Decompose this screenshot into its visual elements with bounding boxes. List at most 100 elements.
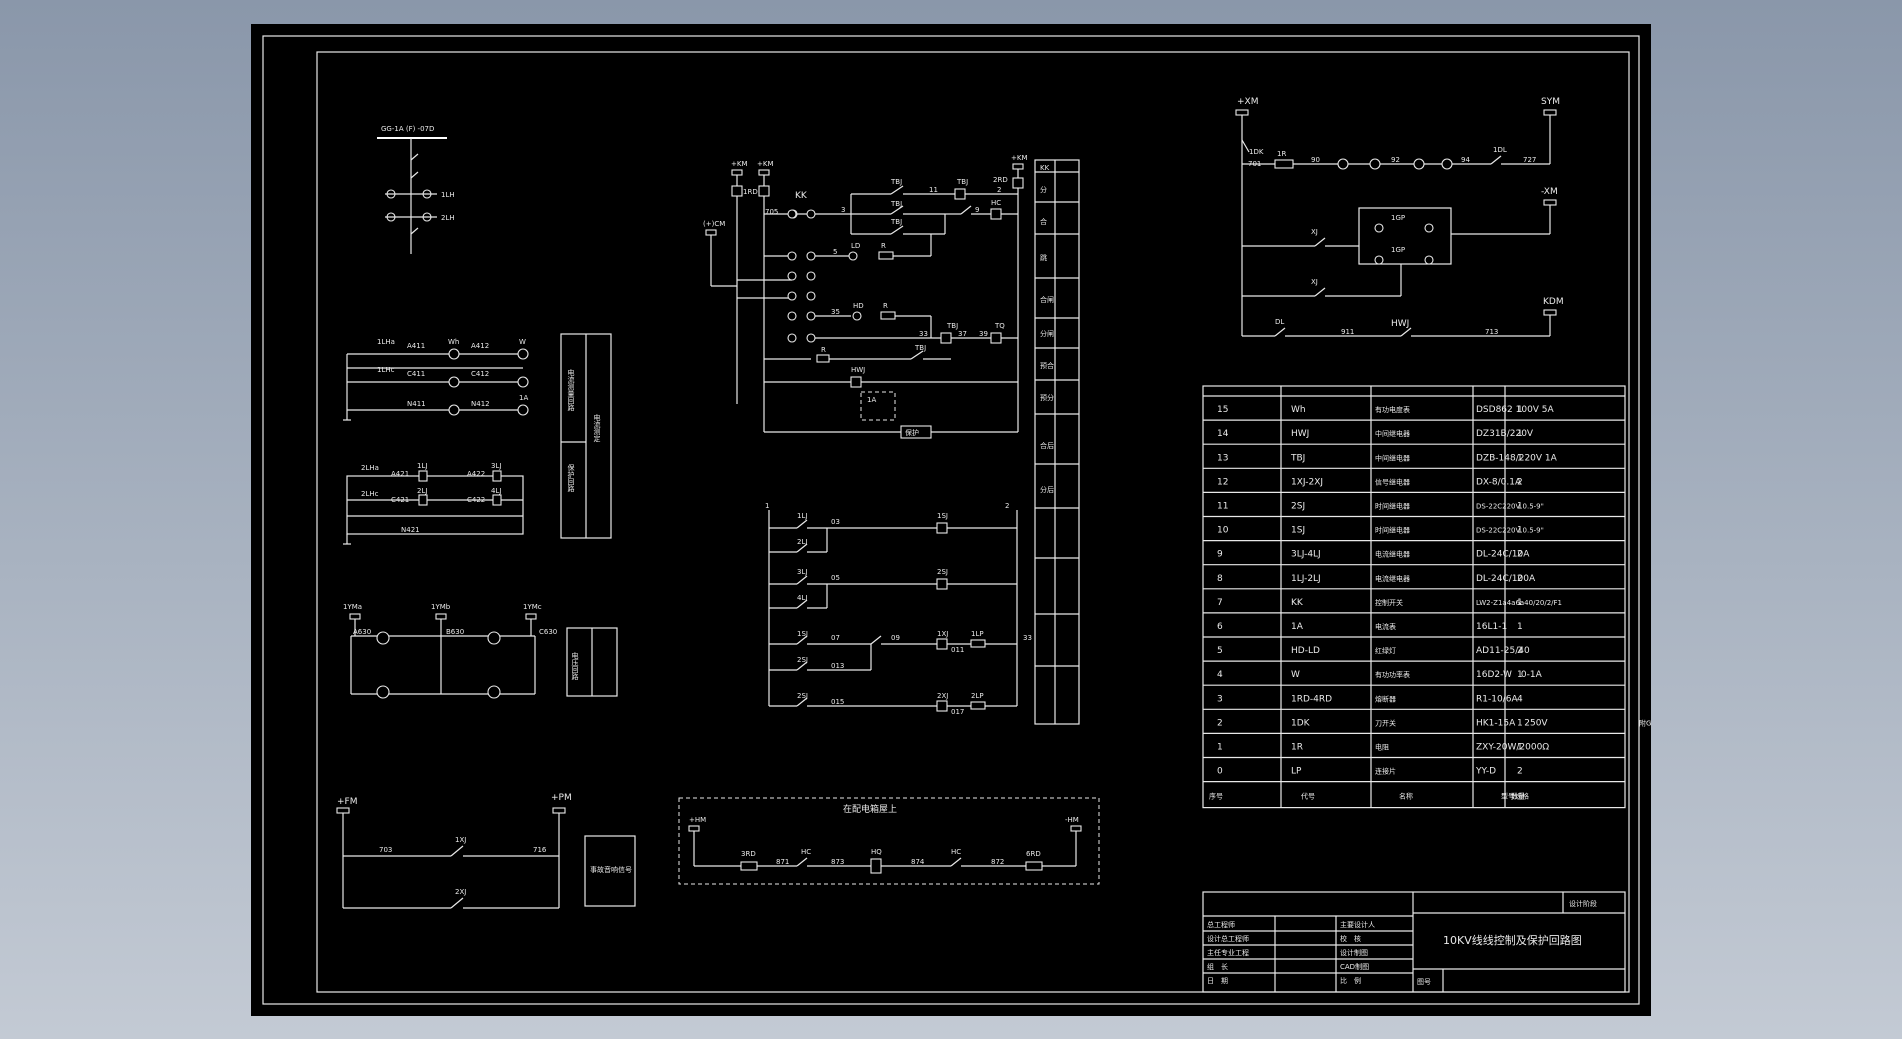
bom-code: 2SJ xyxy=(1291,501,1305,511)
bom-qty: 1 xyxy=(1517,670,1523,680)
prot-n: N421 xyxy=(401,526,420,534)
bom-name: 有功功率表 xyxy=(1375,670,1410,679)
ct-2a-label: 2LHa xyxy=(361,464,379,472)
title-block-role: 比 例 xyxy=(1340,976,1361,985)
meas-c2: C412 xyxy=(471,370,489,378)
kk-panel-1: 分 xyxy=(1040,185,1047,194)
bom-model: DZB-148/220V 1A xyxy=(1476,453,1558,463)
ctl-tbj-5: TBJ xyxy=(946,322,958,330)
ctl-r-2: R xyxy=(883,302,888,310)
drawing-title: 10KV线线控制及保护回路图 xyxy=(1443,933,1582,947)
ctl-ld: LD xyxy=(851,242,860,250)
ctl-n39: 39 xyxy=(979,330,988,338)
bom-header: 数量 xyxy=(1511,792,1525,801)
sig-1dl: 1DL xyxy=(1493,146,1507,154)
pr-4lj: 4LJ xyxy=(797,594,807,602)
meas-1a: 1A xyxy=(519,394,528,402)
title-block-role: 主要设计人 xyxy=(1340,920,1375,929)
bom-no: 0 xyxy=(1217,767,1223,777)
prot-3lj: 3LJ xyxy=(491,462,501,470)
meas-wh: Wh xyxy=(448,338,459,346)
ctl-hwj: HWJ xyxy=(851,366,865,374)
ctl-1rd: 1RD xyxy=(743,188,758,196)
bom-model: DS-22C220V 0.5-9" xyxy=(1476,527,1544,535)
volt-side-text: 电压回路 xyxy=(571,651,579,681)
kk-panel-6: 预合 xyxy=(1040,361,1054,370)
bom-name: 红绿灯 xyxy=(1375,646,1396,655)
pr-2sj: 2SJ xyxy=(937,568,948,576)
ctl-n3: 3 xyxy=(841,206,845,214)
pr-1lj: 1LJ xyxy=(797,512,807,520)
bom-name: 时间继电器 xyxy=(1375,501,1410,510)
ctl-kk: KK xyxy=(795,191,808,201)
pr-33: 33 xyxy=(1023,634,1032,642)
ctl-tbj-1: TBJ xyxy=(890,178,902,186)
hm-872: 872 xyxy=(991,858,1004,866)
pr-03: 03 xyxy=(831,518,840,526)
bom-no: 11 xyxy=(1217,501,1228,511)
prot-2lj: 2LJ xyxy=(417,487,427,495)
alarm-circuit: +FM +PM 703 716 1XJ 2XJ 事故音响信号 xyxy=(336,793,636,909)
bom-qty: 1 xyxy=(1517,718,1523,728)
bom-qty: 1 xyxy=(1517,622,1523,632)
ctl-tbj-6: TBJ xyxy=(914,344,926,352)
volt-b-label: B630 xyxy=(446,628,464,636)
fm-2xj: 2XJ xyxy=(455,888,466,896)
ctl-n2: 2 xyxy=(997,186,1001,194)
ctl-n35: 35 xyxy=(831,308,840,316)
bom-qty: 2 xyxy=(1517,477,1523,487)
kk-panel-3: 跳 xyxy=(1040,253,1047,262)
bom-qty: 2 xyxy=(1517,767,1523,777)
pr-1sj: 1SJ xyxy=(937,512,948,520)
alarm-box-text: 事故音响信号 xyxy=(590,865,632,874)
bom-qty: 2 xyxy=(1517,574,1523,584)
control-circuit: +KM +KM +KM (+)CM 1RD 2RD KK 705 TBJ 11 … xyxy=(703,154,1028,439)
hm-6rd: 6RD xyxy=(1026,850,1041,858)
bom-code: Wh xyxy=(1291,405,1306,415)
ctl-bh: 保护 xyxy=(905,428,919,437)
bom-name: 中间继电器 xyxy=(1375,453,1410,462)
ct-1-label: 1LH xyxy=(441,191,455,199)
meas-a1: A411 xyxy=(407,342,425,350)
pr-1lp: 1LP xyxy=(971,630,984,638)
fm-703: 703 xyxy=(379,846,392,854)
ctl-hc: HC xyxy=(991,199,1001,207)
sig-dl: DL xyxy=(1275,318,1284,326)
ctl-r-3: R xyxy=(821,346,826,354)
bom-model: HK1-15A 250V xyxy=(1476,718,1548,728)
hm-hc1: HC xyxy=(801,848,811,856)
busbar-label: GG-1A (F) -07D xyxy=(381,125,434,133)
sig-xj2: XJ xyxy=(1311,278,1318,286)
kk-panel-7: 预分 xyxy=(1040,393,1054,402)
ctl-n11: 11 xyxy=(929,186,938,194)
ctl-tbj-3: TBJ xyxy=(890,218,902,226)
sig-911: 911 xyxy=(1341,328,1354,336)
sig-94: 94 xyxy=(1461,156,1470,164)
volt-2-label: 1YMb xyxy=(431,603,451,611)
sig-xm-plus: +XM xyxy=(1237,97,1258,107)
pr-2lj: 2LJ xyxy=(797,538,807,546)
bom-no: 10 xyxy=(1217,526,1229,536)
ctl-2rd: 2RD xyxy=(993,176,1008,184)
ctl-n5: 5 xyxy=(833,248,837,256)
circuit-drawing: GG-1A (F) -07D 1LH 2LH 1LHa 1LHc A411 A4… xyxy=(262,35,1651,1005)
prot-1lj: 1LJ xyxy=(417,462,427,470)
hm-3rd: 3RD xyxy=(741,850,756,858)
sig-92: 92 xyxy=(1391,156,1400,164)
bom-no: 1 xyxy=(1217,742,1223,752)
title-block-role: 总工程师 xyxy=(1207,920,1235,929)
bom-name: 刀开关 xyxy=(1375,718,1396,727)
bom-name: 信号继电器 xyxy=(1375,477,1410,486)
bom-qty: 1 xyxy=(1517,742,1523,752)
bom-no: 3 xyxy=(1217,694,1223,704)
bom-no: 15 xyxy=(1217,405,1228,415)
sig-1dk: 1DK xyxy=(1249,148,1264,156)
bom-no: 5 xyxy=(1217,646,1223,656)
bom-no: 12 xyxy=(1217,477,1228,487)
pm-plus-label: +PM xyxy=(551,793,572,803)
title-block-role: 日 期 xyxy=(1207,977,1228,985)
ctl-tbj-4: TBJ xyxy=(890,200,902,208)
bom-no: 13 xyxy=(1217,453,1228,463)
hm-plus: +HM xyxy=(689,816,706,824)
title-block-role: 主任专业工程 xyxy=(1207,948,1249,957)
